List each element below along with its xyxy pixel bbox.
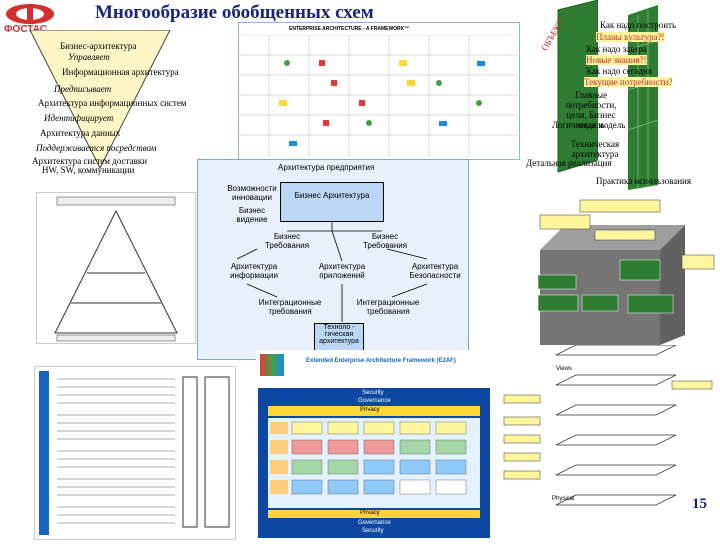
node-tech-arch-label: Техноло - гическая архитектура [319, 324, 359, 345]
fostas-logo [2, 2, 64, 38]
node-req-right: Бизнес Требования [362, 232, 408, 250]
pyramid-label-data: Архитектура данных [40, 128, 121, 138]
enterprise-arch-title: Архитектура предприятия [278, 163, 375, 172]
pyramid-label-identifies: Идентифицирует [44, 113, 114, 123]
pyramid-label-hw: HW, SW, коммуникации [42, 165, 135, 175]
pyramid-label-supported: Поддерживается посредством [36, 143, 157, 153]
cube-main-goals: Главные потребности, цели, Бизнес модель [565, 90, 617, 130]
pyramid-label-info: Информационная архитектура [62, 67, 179, 77]
document-panel [34, 366, 236, 540]
node-info-arch: Архитектура информации [230, 262, 278, 280]
eaf-privacy-top: Privacy [360, 407, 380, 413]
eaf-security-top: Security [362, 390, 384, 396]
eaf-logo-icon [260, 354, 284, 376]
cube-row-tomorrow: Как надо завтра [586, 44, 647, 54]
cube-row-current: Текущие потребности? [584, 77, 673, 87]
enterprise-arrows [236, 221, 428, 322]
pyramid-label-business: Бизнес-архитектура [60, 41, 137, 51]
page-number: 15 [692, 496, 707, 512]
eaf-panel: Extended Enterprise Architecture Framewo… [256, 350, 494, 538]
cube-row-today: Как надо сегодня [586, 66, 652, 76]
eaf-privacy-bottom: Privacy [360, 510, 380, 516]
pyramid-label-is: Архитектура информационных систем [38, 98, 187, 108]
cube-row-plans: Планы культура?! [596, 32, 665, 42]
framework-cells [239, 35, 517, 157]
page-title: Многообразие обобщенных схем [95, 2, 374, 23]
cube-detail: Детальная реализация [526, 158, 612, 168]
cube-row-knowledge: Новые знания?! [586, 55, 647, 65]
eaf-governance-top: Governance [358, 398, 391, 404]
cube-practice: Практика использования [596, 176, 691, 186]
eaf-privacy-bottom-bar [268, 510, 480, 518]
pyramid-label-delivery: Архитектура систем доставки [32, 156, 148, 166]
eaf-grid [268, 418, 480, 508]
node-req-left: Бизнес Требования [264, 232, 310, 250]
views-label: Views [556, 366, 572, 372]
cube-logic-model: Логическая модель [552, 120, 626, 130]
node-app-arch: Архитектура приложений [318, 262, 366, 280]
eaf-governance-bottom: Governance [358, 520, 391, 526]
eaf-title: Extended Enterprise Architecture Framewo… [306, 358, 456, 364]
document-lines [39, 371, 230, 535]
node-sec-arch: Архитектура Безопасности [409, 262, 461, 280]
node-opportunities: Возможности инновации [227, 184, 277, 202]
cube-tech-arch: Техническая архитектура [570, 139, 620, 159]
node-business-arch-label: Бизнес Архитектура [294, 191, 370, 200]
eaf-security-bottom: Security [362, 528, 384, 534]
cube-row-build: Как надо построить [600, 20, 677, 30]
node-business-vision: Бизнес видение [236, 206, 268, 224]
logo-text: ФОСТАС [4, 24, 47, 35]
pyramid-label-prescribes: Предписывает [54, 84, 112, 94]
pyramid-label-manages: Управляет [68, 52, 110, 62]
physical-label: Physical [552, 496, 575, 502]
eaf-privacy-bar [268, 406, 480, 416]
small-pyramid-panel [36, 192, 196, 344]
node-business-arch: Бизнес Архитектура [280, 182, 384, 222]
framework-grid: ENTERPRISE ARCHITECTURE - A FRAMEWORK™ [238, 22, 520, 160]
node-int-right: Интеграционные требования [356, 298, 420, 316]
node-int-left: Интеграционные требования [258, 298, 322, 316]
small-pyramid [54, 196, 178, 342]
layered-blocks [537, 199, 715, 345]
pyramid-triangle [29, 30, 171, 170]
framework-title: ENTERPRISE ARCHITECTURE - A FRAMEWORK™ [289, 26, 410, 32]
layered-planes [503, 345, 713, 506]
logo-emblem-icon [6, 4, 54, 24]
